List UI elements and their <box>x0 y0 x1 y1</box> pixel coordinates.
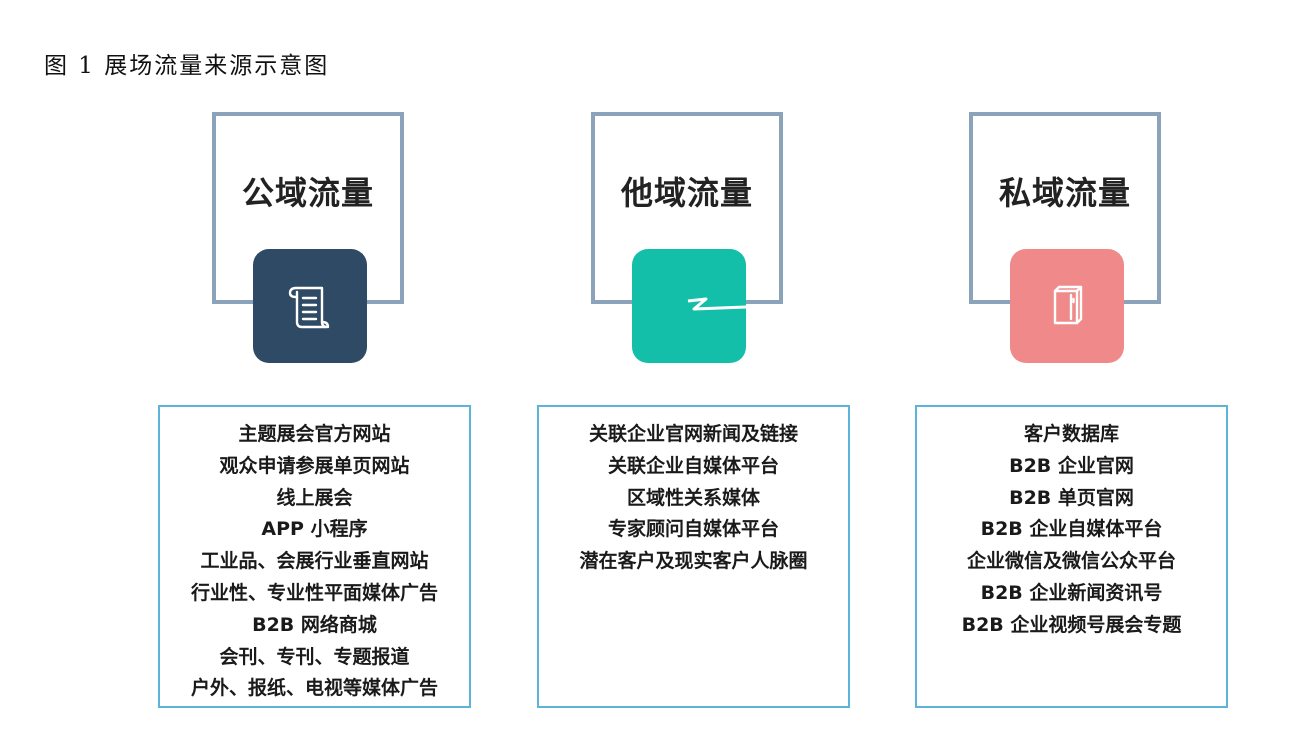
list-item: APP 小程序 <box>261 518 368 541</box>
list-item: 关联企业自媒体平台 <box>607 454 779 477</box>
column-public-traffic: 公域流量 主题展会官方网站 观众申请参展单页网站 线上展会 APP 小程序 工业… <box>154 0 474 738</box>
list-item: 观众申请参展单页网站 <box>219 454 410 477</box>
list-item: 区域性关系媒体 <box>626 486 760 509</box>
column-other-traffic: 他域流量 关联企业官网新闻及链接 关联企业自媒体平台 区域性关系媒体 专家顾问自… <box>533 0 853 738</box>
list-item: 户外、报纸、电视等媒体广告 <box>190 677 438 700</box>
list-item: B2B 企业自媒体平台 <box>980 518 1163 541</box>
list-item: 专家顾问自媒体平台 <box>607 518 779 541</box>
list-item: B2B 企业视频号展会专题 <box>961 613 1182 636</box>
column-title: 公域流量 <box>241 174 374 212</box>
list-item: 企业微信及微信公众平台 <box>966 550 1176 573</box>
list-item: 客户数据库 <box>1023 423 1119 445</box>
link-icon <box>687 297 746 311</box>
icon-tile <box>1010 249 1124 363</box>
icon-tile <box>632 249 746 363</box>
list-item: 工业品、会展行业垂直网站 <box>200 550 429 573</box>
source-list: 关联企业官网新闻及链接 关联企业自媒体平台 区域性关系媒体 专家顾问自媒体平台 … <box>539 407 848 578</box>
column-title: 私域流量 <box>998 174 1131 212</box>
figure-caption: 图 1 展场流量来源示意图 <box>44 53 330 79</box>
column-private-traffic: 私域流量 客户数据库 B2B 企业官网 B2B 单页官网 B2B 企业自媒体平台… <box>911 0 1231 738</box>
list-item: B2B 企业新闻资讯号 <box>980 581 1163 604</box>
list-item: 主题展会官方网站 <box>238 423 391 445</box>
list-item: 行业性、专业性平面媒体广告 <box>190 581 438 604</box>
book-icon <box>1053 285 1083 325</box>
list-item: B2B 网络商城 <box>252 613 377 636</box>
column-title: 他域流量 <box>620 174 753 212</box>
list-item: 潜在客户及现实客户人脉圈 <box>579 550 808 573</box>
source-list: 主题展会官方网站 观众申请参展单页网站 线上展会 APP 小程序 工业品、会展行… <box>160 407 469 705</box>
source-list-box: 主题展会官方网站 观众申请参展单页网站 线上展会 APP 小程序 工业品、会展行… <box>158 405 471 708</box>
list-item: B2B 企业官网 <box>1009 454 1134 477</box>
source-list-box: 关联企业官网新闻及链接 关联企业自媒体平台 区域性关系媒体 专家顾问自媒体平台 … <box>537 405 850 708</box>
list-item: 关联企业官网新闻及链接 <box>588 423 798 445</box>
scroll-icon <box>288 286 330 329</box>
list-item: B2B 单页官网 <box>1009 486 1134 509</box>
source-list: 客户数据库 B2B 企业官网 B2B 单页官网 B2B 企业自媒体平台 企业微信… <box>917 407 1226 642</box>
icon-tile <box>253 249 367 363</box>
source-list-box: 客户数据库 B2B 企业官网 B2B 单页官网 B2B 企业自媒体平台 企业微信… <box>915 405 1228 708</box>
list-item: 会刊、专刊、专题报道 <box>219 645 410 668</box>
list-item: 线上展会 <box>276 486 353 509</box>
